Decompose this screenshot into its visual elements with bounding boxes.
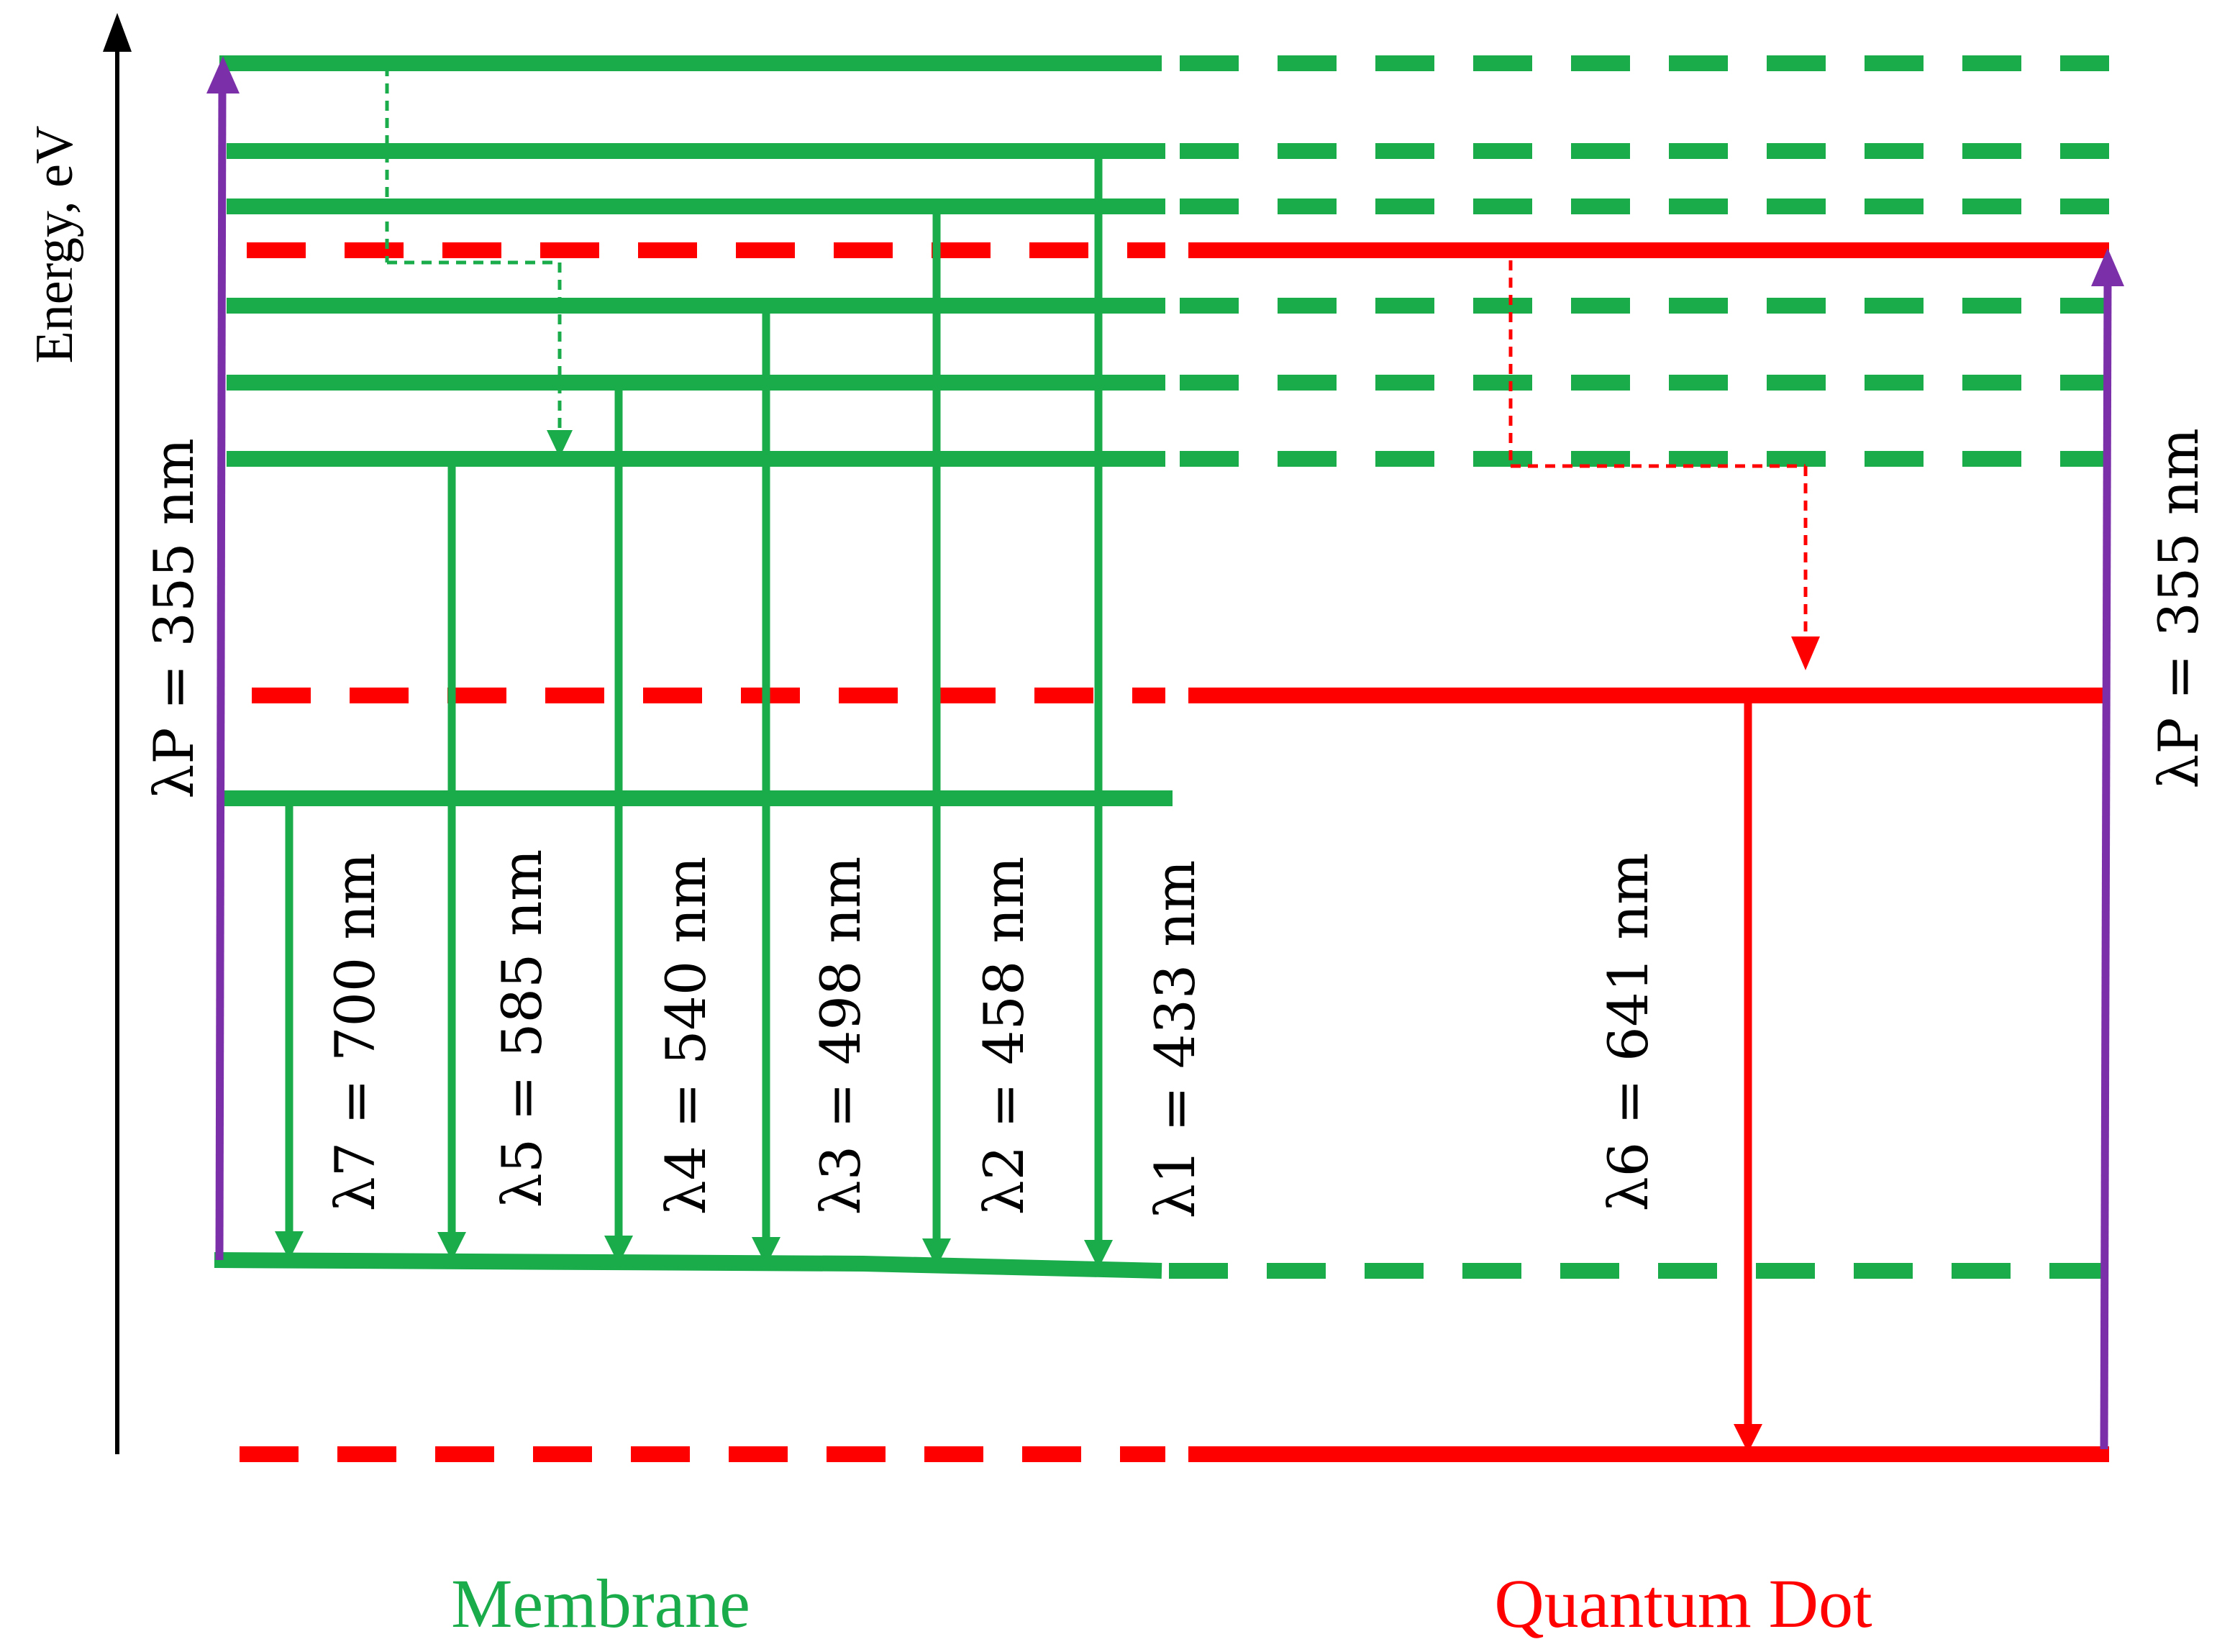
pump-label-right: λP = 355 nm [2147, 428, 2211, 789]
membrane-levels-solid [214, 55, 1173, 1279]
transition-arrow-head-l7 [275, 1231, 304, 1260]
transition-arrow-head-l6 [1734, 1424, 1762, 1453]
y-axis-label: Energy, eV [25, 126, 84, 364]
energy-axis: Energy, eV [25, 13, 132, 1454]
transition-arrow-head-l2 [922, 1238, 951, 1267]
membrane-relaxation-path [385, 66, 562, 430]
transition-arrow-head-l3 [752, 1237, 780, 1266]
transition-arrow-head-l4 [604, 1236, 633, 1264]
transition-label-l4: λ4 = 540 nm [654, 857, 718, 1215]
transition-label-l7: λ7 = 700 nm [323, 853, 387, 1212]
pump-arrow-left [206, 56, 240, 1261]
transition-arrow-head-l1 [1084, 1240, 1113, 1269]
qd-levels-solid [1188, 242, 2109, 1462]
qd-relaxation-path [1508, 260, 1808, 640]
axis-arrow-head [103, 13, 132, 52]
transition-label-l3: λ3 = 498 nm [809, 857, 873, 1215]
transition-arrow-head-l5 [437, 1232, 466, 1261]
pump-label-left: λP = 355 nm [142, 438, 206, 799]
transition-label-l5: λ5 = 585 nm [490, 849, 554, 1208]
membrane-section-label: Membrane [451, 1565, 750, 1642]
transitions-layer: λ7 = 700 nm λ5 = 585 nm λ4 = 540 nm λ3 = 49… [275, 151, 1762, 1453]
pump-arrow-right [2091, 248, 2124, 1450]
qd-levels-dashed [240, 242, 1165, 1462]
transition-label-l2: λ2 = 458 nm [972, 857, 1036, 1215]
membrane-levels-dashed [1169, 55, 2109, 1279]
transition-label-l1: λ1 = 433 nm [1143, 860, 1207, 1219]
membrane-ground-level [214, 1252, 1162, 1279]
membrane-relaxation-arrow-head [547, 430, 573, 457]
transition-label-l6: λ6 = 641 nm [1596, 853, 1660, 1212]
qd-relaxation-arrow-head [1791, 636, 1820, 670]
quantum-dot-section-label: Quantum Dot [1494, 1565, 1872, 1642]
